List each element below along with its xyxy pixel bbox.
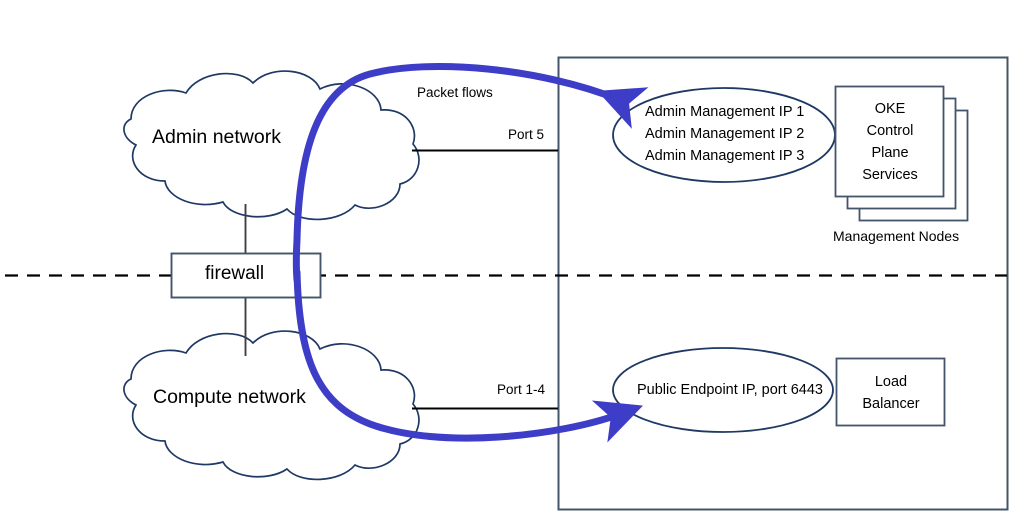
port-5-label: Port 5	[508, 127, 545, 142]
cloud-admin-network	[123, 70, 420, 221]
packet-flow-curve-lower	[293, 268, 644, 443]
port-1-4-label: Port 1-4	[497, 382, 546, 397]
oke-region-box	[557, 56, 1009, 511]
load-balancer-line-2: Balancer	[862, 396, 920, 412]
packet-flow-curve-upper	[292, 63, 649, 284]
management-node-box-front	[834, 85, 945, 198]
admin-management-ip-line-2: Admin Management IP 2	[645, 126, 805, 142]
load-balancer-line-1: Load	[874, 374, 908, 390]
load-balancer-box	[835, 357, 946, 427]
cloud-compute-network	[123, 330, 420, 481]
oke-control-plane-services-label: OKE Control Plane Services	[855, 98, 925, 186]
packet-flows-label: Packet flows	[417, 85, 493, 100]
cloud-admin-network-label: Admin network	[152, 126, 281, 148]
oke-line-1: OKE	[874, 101, 906, 117]
load-balancer-label: Load Balancer	[855, 371, 927, 415]
management-nodes-caption: Management Nodes	[833, 228, 960, 244]
firewall-label: firewall	[205, 263, 265, 284]
admin-management-ip-line-1: Admin Management IP 1	[645, 104, 805, 120]
admin-management-ip-line-3: Admin Management IP 3	[645, 148, 805, 164]
oke-line-4: Services	[862, 167, 918, 183]
public-endpoint-ellipse	[612, 347, 834, 433]
public-endpoint-label: Public Endpoint IP, port 6443	[637, 382, 823, 398]
admin-management-ip-label: Admin Management IP 1 Admin Management I…	[645, 101, 804, 167]
oke-line-2: Control	[866, 123, 914, 139]
cloud-compute-network-label: Compute network	[153, 386, 306, 408]
oke-line-3: Plane	[871, 145, 909, 161]
